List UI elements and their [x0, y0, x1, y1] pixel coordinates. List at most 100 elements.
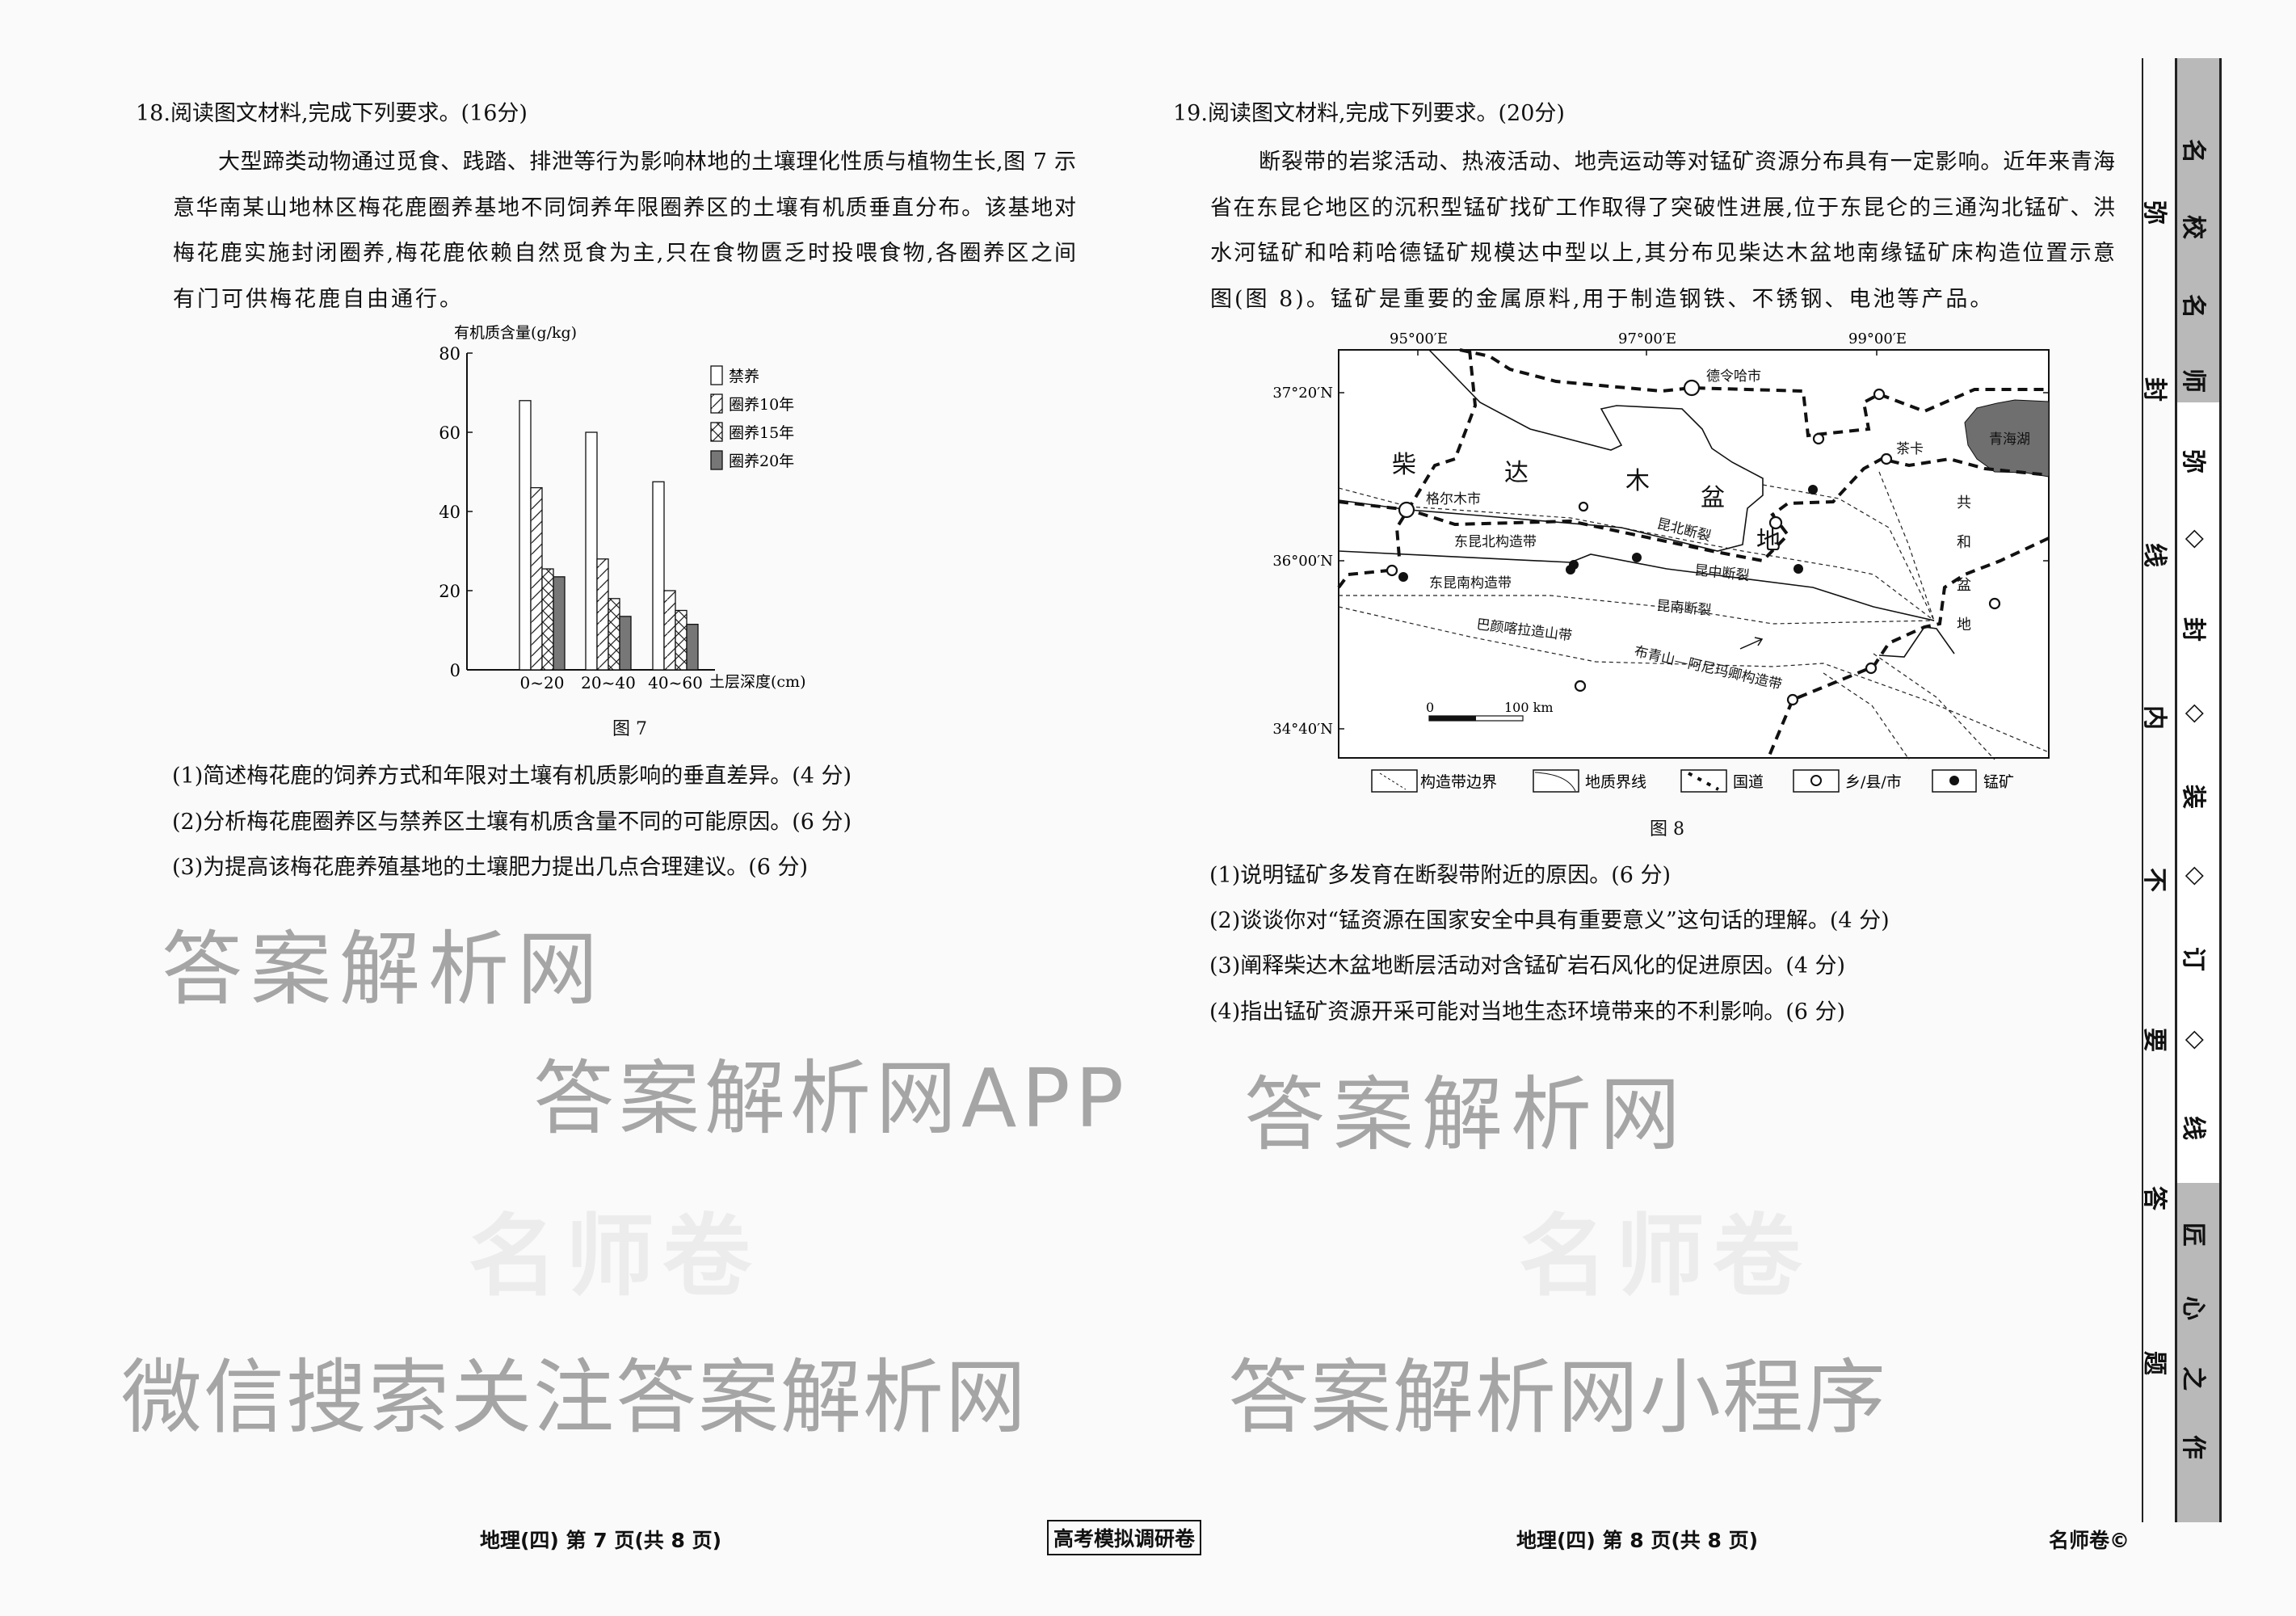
town-marker-golmud: [1398, 501, 1415, 519]
margin-strip-char: 订: [2179, 947, 2207, 971]
margin-strip-top-shade: [2175, 58, 2222, 402]
basin-label-gonghe: 共 和 盆 地: [1957, 494, 1971, 633]
q19-subquestion: (1)说明锰矿多发育在断裂带附近的原因。(6 分): [1209, 863, 1672, 888]
q19-paragraph-line: 图(图 8)。锰矿是重要的金属原料,用于制造钢铁、不锈钢、电池等产品。: [1210, 287, 1995, 312]
bar-圈养15年-20~40: [608, 598, 620, 671]
footer-exam-title: 高考模拟调研卷: [1047, 1520, 1202, 1555]
town-marker: [1988, 597, 2001, 610]
legend-swatch: [710, 422, 723, 442]
legend-national-road: 国道: [1680, 769, 1764, 793]
margin-strip-char: 弥: [2179, 449, 2207, 473]
national-roads: [1337, 348, 2050, 760]
map-figure-8: 德令哈市 茶卡 青海湖 格尔木市 昆北断裂 东昆北构造带 昆中断裂 东昆南构造带…: [1337, 348, 2050, 760]
basin-char: 共: [1957, 494, 1971, 511]
q19-subquestion: (3)阐释柴达木盆地断层活动对含锰矿岩石风化的促进原因。(4 分): [1209, 953, 1846, 978]
towns: [1386, 379, 2001, 706]
legend-structural-boundary: 构造带边界: [1371, 769, 1497, 793]
margin-note-char: 题: [2140, 1351, 2168, 1375]
bar-圈养10年-0~20: [530, 486, 543, 671]
bar-圈养20年-0~20: [553, 576, 566, 671]
lon-label: 99°00′E: [1848, 330, 1907, 347]
mine-marker: [1569, 560, 1579, 570]
margin-strip-char: 师: [2179, 368, 2207, 393]
margin-strip-char: 装: [2179, 785, 2207, 809]
legend-label: 圈养10年: [729, 396, 794, 414]
basin-char: 柴: [1392, 451, 1416, 479]
margin-strip-char: 作: [2179, 1435, 2207, 1459]
lon-labels: 95°00′E 97°00′E 99°00′E: [1390, 330, 1907, 347]
legend-label: 乡/县/市: [1845, 773, 1902, 791]
label-delingha: 德令哈市: [1706, 368, 1761, 385]
qinghai-lake: [1964, 399, 2050, 478]
town-marker: [1574, 680, 1587, 692]
diamond-icon: ◇: [2181, 866, 2210, 886]
q18-paragraph-line: 大型蹄类动物通过觅食、践踏、排泄等行为影响林地的土壤理化性质与植物生长,图 7 …: [218, 149, 1076, 175]
margin-note-char: 弥: [2140, 200, 2168, 225]
bar-圈养15年-0~20: [541, 568, 554, 671]
manganese-mines: [1398, 485, 1818, 582]
town-marker: [1865, 662, 1878, 675]
map-ticks: [1339, 350, 2049, 730]
basin-char: 木: [1625, 467, 1650, 495]
margin-note-char: 要: [2140, 1028, 2168, 1052]
margin-strip-char: 心: [2179, 1296, 2207, 1320]
diamond-icon: ◇: [2181, 704, 2210, 723]
label-qinghai-lake: 青海湖: [1989, 431, 2030, 448]
q19-subquestion: (2)谈谈你对“锰资源在国家安全中具有重要意义”这句话的理解。(4 分): [1209, 908, 1890, 933]
legend-label: 禁养: [729, 368, 759, 385]
legend-manganese-mine: 锰矿: [1932, 769, 2014, 793]
margin-strip-char: 名: [2179, 139, 2207, 163]
margin-strip-bottom-shade: [2175, 1183, 2222, 1522]
scale-distance: 100 km: [1504, 700, 1554, 715]
arrow-icon: [1739, 637, 1764, 650]
label-dongkunnan-belt: 东昆南构造带: [1429, 575, 1512, 591]
town-marker: [1768, 516, 1783, 530]
q18-paragraph-line: 意华南某山地林区梅花鹿圈养基地不同饲养年限圈养区的土壤有机质垂直分布。该基地对: [173, 196, 1076, 221]
margin-cut-line: [2142, 58, 2143, 1522]
x-category-label: 40~60: [648, 673, 703, 692]
margin-strip-char: 名: [2179, 294, 2207, 318]
legend-label: 构造带边界: [1420, 773, 1497, 791]
legend-label: 圈养15年: [729, 424, 794, 442]
margin-note-char: 线: [2140, 543, 2168, 567]
lon-label: 97°00′E: [1618, 330, 1676, 347]
legend-label: 圈养20年: [729, 452, 794, 470]
lat-label: 37°20′N: [1272, 385, 1333, 402]
town-marker-chaka: [1880, 452, 1893, 465]
legend-label: 地质界线: [1585, 773, 1646, 791]
footer-page-8: 地理(四) 第 8 页(共 8 页): [1516, 1529, 1759, 1552]
bar-圈养15年-40~60: [675, 609, 688, 671]
mine-marker: [1632, 553, 1642, 562]
figure-7-caption: 图 7: [612, 719, 647, 739]
town-marker: [1578, 501, 1589, 512]
faded-logo: 名师卷: [1519, 1205, 1810, 1308]
margin-strip-char: 封: [2179, 617, 2207, 642]
scale-bar: 0 100 km: [1426, 700, 1554, 722]
legend-swatch: [710, 393, 723, 414]
q18-subquestion: (2)分析梅花鹿圈养区与禁养区土壤有机质含量不同的可能原因。(6 分): [172, 810, 852, 835]
bar-圈养20年-40~60: [686, 624, 699, 671]
label-dongkunbei-belt: 东昆北构造带: [1454, 534, 1537, 550]
margin-note-char: 封: [2140, 377, 2168, 402]
legend-geological-boundary: 地质界线: [1533, 769, 1646, 793]
diamond-icon: ◇: [2181, 529, 2210, 549]
town-marker: [1786, 693, 1799, 706]
q18-heading: 18.阅读图文材料,完成下列要求。(16分): [136, 101, 528, 126]
town-marker-delingha: [1683, 379, 1701, 397]
q18-subquestion: (3)为提高该梅花鹿养殖基地的土壤肥力提出几点合理建议。(6 分): [172, 855, 809, 880]
basin-char: 和: [1957, 534, 1971, 551]
legend-label: 锰矿: [1983, 773, 2014, 791]
y-axis-label: 有机质含量(g/kg): [454, 324, 577, 342]
margin-strip-char: 匠: [2179, 1223, 2207, 1247]
q18-subquestion: (1)简述梅花鹿的饲养方式和年限对土壤有机质影响的垂直差异。(4 分): [172, 764, 852, 789]
q19-paragraph-line: 省在东昆仑地区的沉积型锰矿找矿工作取得了突破性进展,位于东昆仑的三通沟北锰矿、洪: [1210, 196, 2115, 221]
label-golmud: 格尔木市: [1426, 491, 1481, 507]
lat-label: 34°40′N: [1272, 721, 1333, 738]
x-category-label: 0~20: [520, 673, 565, 692]
town-marker: [1873, 388, 1886, 401]
basin-char: 盆: [1957, 577, 1971, 594]
bar-禁养-40~60: [652, 481, 665, 671]
q19-heading: 19.阅读图文材料,完成下列要求。(20分): [1173, 101, 1565, 126]
footer-page-7: 地理(四) 第 7 页(共 8 页): [480, 1529, 722, 1552]
